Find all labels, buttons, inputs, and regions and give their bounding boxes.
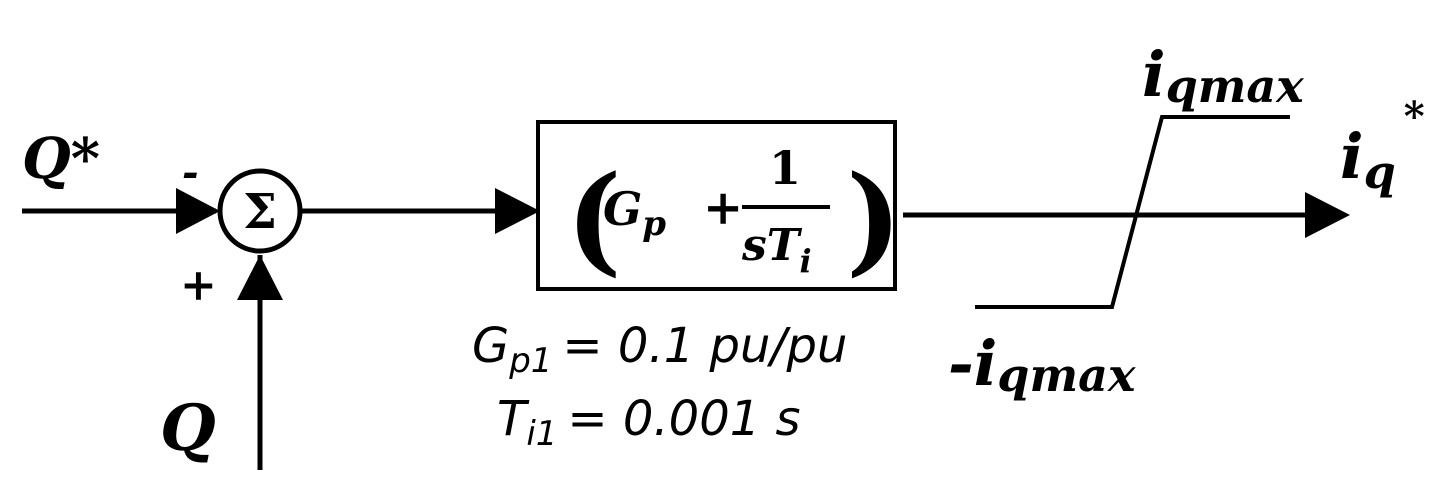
reference-input-label: Q* xyxy=(22,126,100,192)
reference-sign: - xyxy=(182,149,199,196)
fraction-denominator: sTi xyxy=(741,220,812,280)
measured-arrow-icon xyxy=(237,255,283,300)
reference-arrow-icon xyxy=(176,188,220,234)
output-arrow-icon xyxy=(1305,192,1350,238)
right-paren: ) xyxy=(846,149,902,288)
error-arrow-icon xyxy=(495,188,540,234)
measured-sign: + xyxy=(180,260,217,311)
ti-parameter: Ti1= 0.001 s xyxy=(497,391,801,454)
upper-limit-label: iqmax xyxy=(1142,38,1304,113)
fraction-numerator: 1 xyxy=(769,141,801,195)
limiter-characteristic xyxy=(975,115,1290,309)
proportional-gain: Gp xyxy=(603,182,666,244)
plus-operator: + xyxy=(703,180,743,236)
sigma-symbol: Σ xyxy=(243,184,277,240)
gp-parameter: Gp1= 0.1 pu/pu xyxy=(472,318,847,381)
pi-controller-block xyxy=(536,120,897,291)
measured-input-label: Q xyxy=(160,391,216,466)
lower-limit-label: -iqmax xyxy=(948,327,1136,402)
output-label: iq* xyxy=(1340,93,1425,199)
left-paren: ( xyxy=(566,149,622,288)
